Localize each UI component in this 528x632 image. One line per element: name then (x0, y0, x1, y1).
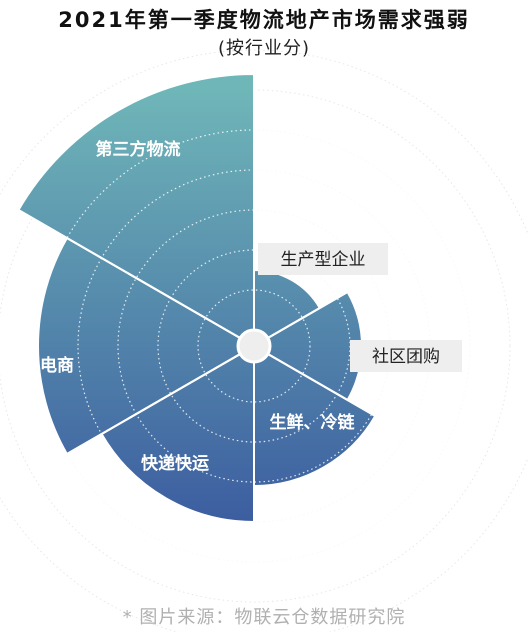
category-label-3: 快递快运 (141, 453, 209, 474)
spoke (66, 353, 241, 455)
center-hub (236, 328, 272, 364)
wedges (17, 73, 377, 523)
spoke (17, 209, 241, 339)
grid-ring (197, 289, 311, 403)
spoke (267, 353, 376, 417)
chart-subtitle: (按行业分) (217, 38, 311, 59)
chart-title: 2021年第一季度物流地产市场需求强弱 (58, 8, 470, 32)
source-note: * 图片来源：物联云仓数据研究院 (122, 607, 406, 628)
category-label-0: 生产型企业 (281, 250, 366, 270)
spoke (267, 291, 349, 339)
category-label-1: 社区团购 (372, 347, 440, 367)
outer-grid-ring (0, 89, 511, 603)
label-box-1 (350, 340, 462, 372)
label-box-0 (258, 243, 388, 275)
category-label-2: 生鲜、冷链 (270, 412, 356, 433)
category-label-4: 电商 (40, 355, 74, 376)
category-label-5: 第三方物流 (96, 139, 181, 160)
